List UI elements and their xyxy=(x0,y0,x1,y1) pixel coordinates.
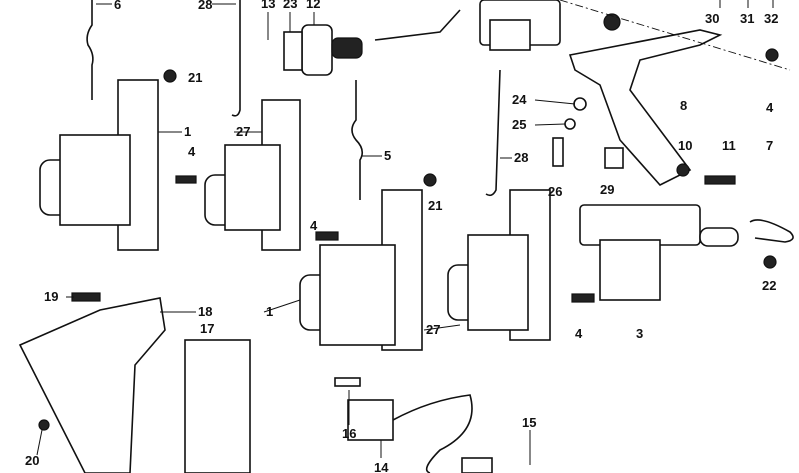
bolt-26 xyxy=(552,137,564,167)
callout-14: 14 xyxy=(374,460,389,473)
callout-11: 11 xyxy=(722,138,736,153)
rod-6 xyxy=(86,0,94,100)
callout-7: 7 xyxy=(766,138,773,153)
bracket-8 xyxy=(568,29,723,186)
callout-1b: 1 xyxy=(266,304,273,319)
nut-10 xyxy=(676,163,690,177)
callout-21: 21 xyxy=(188,70,202,85)
actuator-1-center xyxy=(299,189,423,351)
callout-4b: 4 xyxy=(310,218,318,233)
callout-29: 29 xyxy=(600,182,614,197)
callout-27b: 27 xyxy=(426,322,440,337)
washer-25 xyxy=(564,118,576,130)
callout-31: 31 xyxy=(740,11,754,26)
callout-19: 19 xyxy=(44,289,58,304)
callout-4d: 4 xyxy=(575,326,583,341)
callout-17: 17 xyxy=(200,321,214,336)
callout-18: 18 xyxy=(198,304,212,319)
callout-32: 32 xyxy=(764,11,778,26)
callout-26: 26 xyxy=(548,184,562,199)
screw-11 xyxy=(704,175,736,185)
callout-28: 28 xyxy=(198,0,212,12)
callout-5: 5 xyxy=(384,148,391,163)
callout-22: 22 xyxy=(762,278,776,293)
callout-25: 25 xyxy=(512,117,526,132)
rod-28 xyxy=(485,69,501,197)
callout-16: 16 xyxy=(342,426,356,441)
screw-4-mid xyxy=(315,231,339,241)
callout-8: 8 xyxy=(680,98,687,113)
callout-24: 24 xyxy=(512,92,527,107)
rod-link xyxy=(374,9,461,41)
clip-7 xyxy=(749,219,794,243)
clip-29 xyxy=(604,147,624,169)
screw-20 xyxy=(38,419,50,431)
callout-12: 12 xyxy=(306,0,320,11)
callout-21b: 21 xyxy=(428,198,442,213)
callout-3: 3 xyxy=(636,326,643,341)
callout-15: 15 xyxy=(522,415,536,430)
callout-20: 20 xyxy=(25,453,39,468)
callout-4: 4 xyxy=(188,144,196,159)
nut-30 xyxy=(603,13,621,31)
callout-6: 6 xyxy=(114,0,121,12)
nut-21-mid xyxy=(423,173,437,187)
callout-13: 13 xyxy=(261,0,275,11)
callout-4c: 4 xyxy=(766,100,774,115)
cover-17 xyxy=(184,339,251,473)
screw-4-low xyxy=(571,293,595,303)
rod-28-top xyxy=(231,0,241,117)
callout-30: 30 xyxy=(705,11,719,26)
nut-22 xyxy=(763,255,777,269)
actuator-27-left xyxy=(204,99,301,251)
part-12-cylinder xyxy=(283,24,363,76)
bracket-18 xyxy=(18,297,166,473)
nut-21 xyxy=(163,69,177,83)
callout-10: 10 xyxy=(678,138,692,153)
rod-5 xyxy=(351,80,364,200)
screw-19 xyxy=(71,292,101,302)
callout-1: 1 xyxy=(184,124,191,139)
switch-3 xyxy=(579,204,739,301)
leader-lines xyxy=(36,0,774,465)
callout-28b: 28 xyxy=(514,150,528,165)
part-30-lock-top xyxy=(479,0,561,51)
screw-4 xyxy=(175,175,197,184)
callout-23: 23 xyxy=(283,0,297,11)
actuator-1-left xyxy=(39,79,159,251)
microswitch-14 xyxy=(334,377,493,473)
screw-4-top xyxy=(765,48,779,62)
actuator-27-center xyxy=(447,189,551,341)
washer-24 xyxy=(573,97,587,111)
